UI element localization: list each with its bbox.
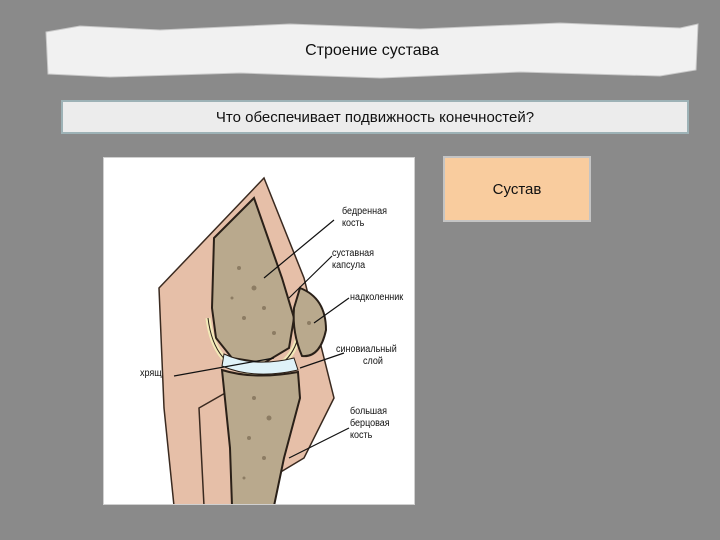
label-synovial-layer: синовиальный слой [336,344,397,367]
answer-box: Сустав [443,156,591,222]
label-femur: бедренная кость [342,206,387,229]
slide-title-banner: Строение сустава [40,20,704,82]
knee-joint-illustration [158,176,350,504]
label-cartilage: хрящ [140,368,162,379]
label-patella: надколенник [350,292,404,303]
slide-title: Строение сустава [305,42,439,59]
knee-joint-figure: бедренная кость суставная капсула надкол… [103,157,415,505]
label-tibia: большая берцовая кость [350,406,390,441]
question-text: Что обеспечивает подвижность конечностей… [61,100,689,134]
label-joint-capsule: суставная капсула [332,248,375,271]
